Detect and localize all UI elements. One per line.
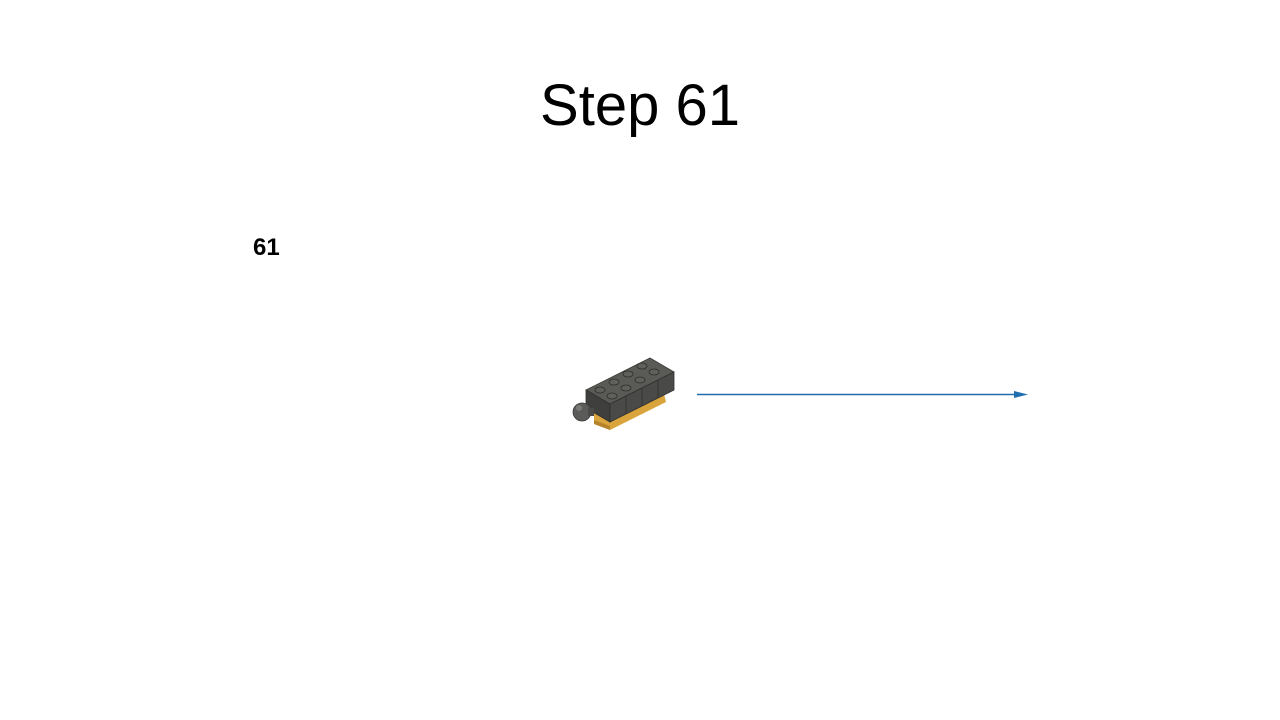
brick-studs (594, 362, 660, 400)
page-title: Step 61 (540, 73, 740, 138)
step-number-label: 61 (253, 234, 280, 261)
lego-brick-assembly-icon (572, 357, 675, 430)
arrow-right-icon (697, 391, 1028, 398)
